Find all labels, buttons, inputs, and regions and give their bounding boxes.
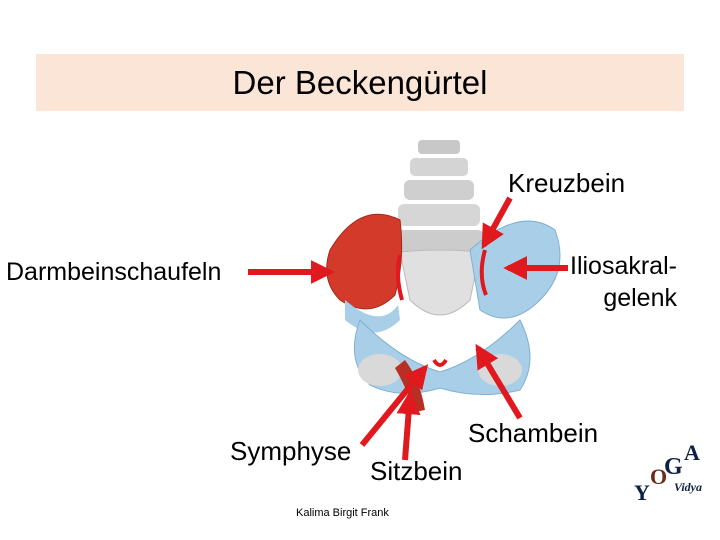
label-darmbeinschaufeln: Darmbeinschaufeln [6,258,222,286]
logo-letter-a: A [684,440,700,465]
logo-letter-o: O [650,464,668,489]
yoga-vidya-logo: Y O G A Vidya [628,440,708,508]
logo-letter-y: Y [634,480,650,505]
arrow-sitzbein [396,390,421,461]
label-sitzbein: Sitzbein [370,456,463,486]
arrow-schambein [475,343,523,420]
label-symphyse: Symphyse [230,436,352,466]
title-bar: Der Beckengürtel [36,54,684,111]
logo-vidya-text: Vidya [674,480,703,494]
ilium-left [326,213,403,310]
slide-title: Der Beckengürtel [232,64,488,101]
lumbar-spine [394,140,484,252]
logo-letter-g: G [664,454,683,480]
label-iliosakral-line2: gelenk [603,284,677,312]
arrow-symphyse [359,364,429,447]
arrow-kreuzbein [481,196,513,250]
author-credit: Kalima Birgit Frank [296,507,389,519]
label-iliosakralgelenk: Iliosakral- gelenk [570,250,677,314]
label-schambein: Schambein [468,418,599,448]
label-kreuzbein: Kreuzbein [508,168,626,198]
sacrum [399,249,481,316]
label-iliosakral-line1: Iliosakral- [570,252,677,280]
